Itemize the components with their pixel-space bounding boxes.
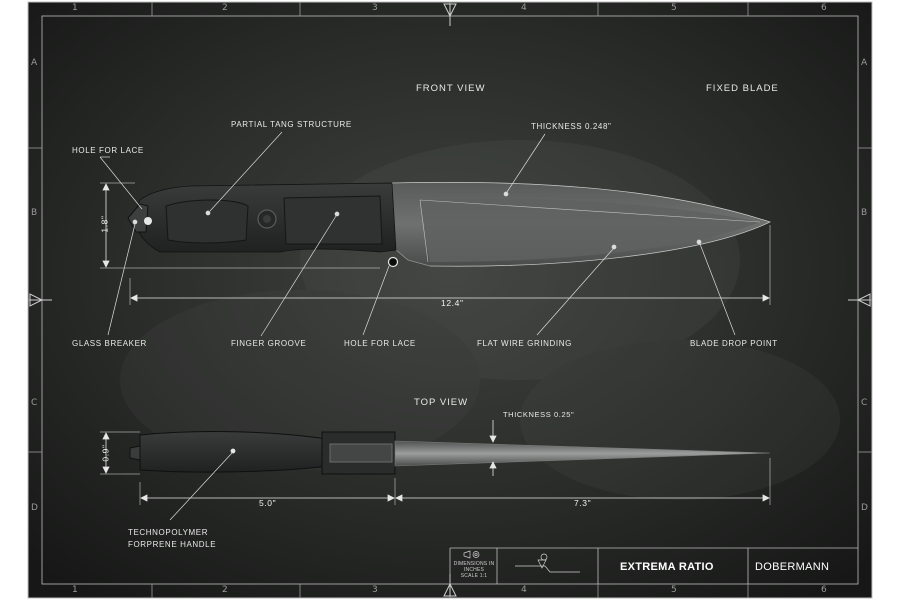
background bbox=[28, 2, 872, 598]
projection-symbol-icon bbox=[463, 550, 480, 559]
column-label-6-top: 6 bbox=[821, 3, 827, 13]
column-label-3-top: 3 bbox=[372, 3, 378, 13]
column-label-3-bottom: 3 bbox=[372, 585, 378, 595]
extrema-ratio-logo-icon bbox=[515, 553, 580, 573]
label-partial-tang: PARTIAL TANG STRUCTURE bbox=[231, 120, 352, 129]
front-view-knife bbox=[127, 181, 772, 268]
column-label-5-bottom: 5 bbox=[671, 585, 677, 595]
label-hole-for-lace-rear: HOLE FOR LACE bbox=[72, 146, 144, 155]
column-label-4-top: 4 bbox=[521, 3, 527, 13]
column-label-1-top: 1 bbox=[72, 3, 78, 13]
front-leader-lines bbox=[99, 131, 736, 337]
sheath-clip-top bbox=[329, 443, 393, 463]
dim-top-thickness: THICKNESS 0.25" bbox=[503, 410, 575, 419]
lace-hole-rear bbox=[144, 217, 152, 225]
column-label-1-bottom: 1 bbox=[72, 585, 78, 595]
top-dimension-lines bbox=[100, 420, 771, 521]
brand-name: EXTREMA RATIO bbox=[620, 561, 714, 573]
label-handle-material-2: FORPRENE HANDLE bbox=[128, 540, 217, 549]
units-line-3: SCALE 1:1 bbox=[460, 573, 488, 579]
top-view-title: TOP VIEW bbox=[414, 397, 469, 408]
front-dimension-lines bbox=[100, 182, 771, 305]
label-flat-wire-grinding: FLAT WIRE GRINDING bbox=[477, 339, 572, 348]
lace-hole-guard bbox=[387, 256, 399, 268]
units-line-2: INCHES bbox=[463, 567, 485, 573]
dim-front-length: 12.4" bbox=[441, 298, 464, 308]
dim-handle-length: 5.0" bbox=[259, 498, 277, 508]
label-hole-for-lace-guard: HOLE FOR LACE bbox=[344, 339, 416, 348]
row-label-a-left: A bbox=[31, 58, 38, 68]
row-label-b-right: B bbox=[861, 208, 868, 218]
label-thickness-front: THICKNESS 0.248" bbox=[531, 122, 612, 131]
model-name: DOBERMANN bbox=[755, 561, 830, 573]
label-blade-drop-point: BLADE DROP POINT bbox=[690, 339, 778, 348]
front-view-title: FRONT VIEW bbox=[416, 83, 486, 94]
column-label-5-top: 5 bbox=[671, 3, 677, 13]
dim-front-height: 1.8" bbox=[99, 215, 110, 233]
column-label-2-bottom: 2 bbox=[222, 585, 228, 595]
row-label-a-right: A bbox=[861, 58, 868, 68]
title-block bbox=[449, 547, 858, 584]
label-handle-material-1: TECHNOPOLYMER bbox=[128, 528, 209, 537]
top-view-knife bbox=[129, 431, 771, 475]
blade-top bbox=[394, 440, 771, 467]
column-label-6-bottom: 6 bbox=[821, 585, 827, 595]
row-label-d-left: D bbox=[31, 503, 38, 513]
units-line-1: DIMENSIONS IN bbox=[453, 561, 495, 567]
pommel-top bbox=[129, 445, 141, 461]
label-finger-groove: FINGER GROOVE bbox=[231, 339, 307, 348]
dim-top-height: 0.9" bbox=[100, 444, 111, 462]
row-label-c-left: C bbox=[31, 398, 38, 408]
label-glass-breaker: GLASS BREAKER bbox=[72, 339, 147, 348]
handle-screw-center bbox=[263, 215, 271, 223]
handle-insert-1 bbox=[165, 199, 249, 244]
column-label-4-bottom: 4 bbox=[521, 585, 527, 595]
row-label-d-right: D bbox=[861, 503, 868, 513]
handle-insert-2 bbox=[283, 195, 383, 245]
centering-markers bbox=[29, 3, 871, 597]
column-label-2-top: 2 bbox=[222, 3, 228, 13]
row-label-b-left: B bbox=[31, 208, 38, 218]
dim-blade-length: 7.3" bbox=[574, 498, 592, 508]
row-label-c-right: C bbox=[861, 398, 868, 408]
flat-grind bbox=[420, 198, 760, 262]
fixed-blade-title: FIXED BLADE bbox=[706, 83, 779, 94]
